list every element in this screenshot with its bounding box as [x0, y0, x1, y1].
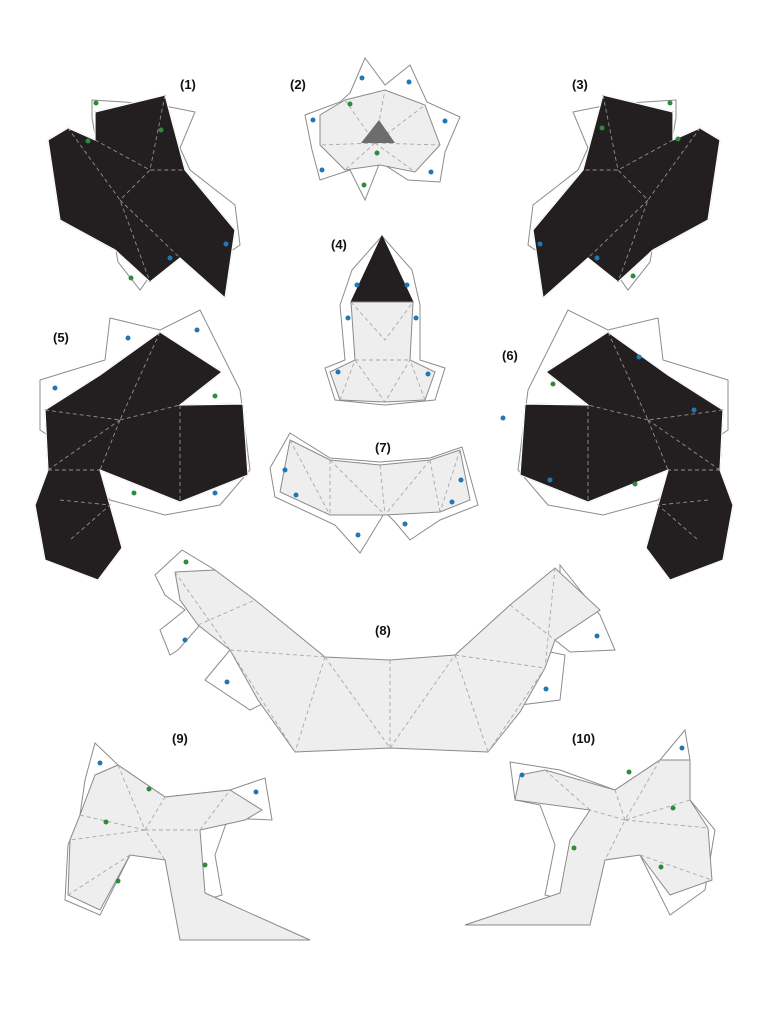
piece-7-marker	[355, 532, 361, 538]
piece-1-label: (1)	[180, 77, 196, 92]
piece-8-marker	[543, 686, 549, 692]
piece-2-marker	[374, 150, 380, 156]
piece-6-marker	[632, 481, 638, 487]
piece-5-marker	[194, 327, 200, 333]
piece-5-marker	[125, 335, 131, 341]
piece-4-marker	[345, 315, 351, 321]
piece-7-marker	[458, 477, 464, 483]
piece-6-panel	[519, 331, 734, 581]
piece-5-panel	[34, 331, 249, 581]
piece-6-label: (6)	[502, 348, 518, 363]
piece-9-marker	[97, 760, 103, 766]
piece-9-marker	[115, 878, 121, 884]
piece-6: (6)	[500, 309, 734, 581]
piece-8-marker	[183, 559, 189, 565]
piece-6-marker	[500, 415, 506, 421]
piece-3-marker	[630, 273, 636, 279]
piece-8-marker	[594, 633, 600, 639]
piece-1-marker	[158, 127, 164, 133]
piece-5-marker	[131, 490, 137, 496]
piece-5-marker	[52, 385, 58, 391]
piece-2-marker	[319, 167, 325, 173]
piece-3-marker	[599, 125, 605, 131]
piece-1-marker	[128, 275, 134, 281]
piece-9-marker	[103, 819, 109, 825]
piece-4-marker	[425, 371, 431, 377]
piece-4-marker	[404, 282, 410, 288]
piece-2-marker	[359, 75, 365, 81]
piece-9-marker	[202, 862, 208, 868]
piece-5-marker	[212, 490, 218, 496]
piece-9-marker	[146, 786, 152, 792]
piece-10-label: (10)	[572, 731, 595, 746]
piece-7-marker	[402, 521, 408, 527]
piece-9-panel	[67, 764, 311, 941]
piece-3-marker	[675, 136, 681, 142]
piece-10-marker	[626, 769, 632, 775]
piece-10-marker	[679, 745, 685, 751]
piece-9-label: (9)	[172, 731, 188, 746]
piece-4: (4)	[324, 234, 446, 406]
piece-2: (2)	[290, 57, 461, 202]
piece-10: (10)	[464, 728, 716, 926]
piece-6-marker	[636, 354, 642, 360]
piece-2-label: (2)	[290, 77, 306, 92]
piece-6-marker	[691, 407, 697, 413]
piece-9: (9)	[64, 731, 311, 941]
piece-7-label: (7)	[375, 440, 391, 455]
piece-2-marker	[310, 117, 316, 123]
piece-10-marker	[670, 805, 676, 811]
piece-9-marker	[253, 789, 259, 795]
piece-3-marker	[537, 241, 543, 247]
piece-7-marker	[449, 499, 455, 505]
piece-1-marker	[167, 255, 173, 261]
piece-6-marker	[547, 477, 553, 483]
piece-4-marker	[413, 315, 419, 321]
piece-6-marker	[550, 381, 556, 387]
piece-2-marker	[347, 101, 353, 107]
piece-8-panel	[174, 567, 601, 753]
piece-2-marker	[361, 182, 367, 188]
piece-3-label: (3)	[572, 77, 588, 92]
piece-7-panel	[279, 439, 471, 516]
piece-5: (5)	[34, 309, 251, 581]
piece-8: (8)	[154, 549, 616, 753]
piece-5-marker	[212, 393, 218, 399]
piece-8-marker	[224, 679, 230, 685]
piece-1-marker	[85, 138, 91, 144]
piece-4-label: (4)	[331, 237, 347, 252]
piece-5-label: (5)	[53, 330, 69, 345]
piece-1-marker	[223, 241, 229, 247]
piece-2-marker	[442, 118, 448, 124]
piece-3: (3)	[527, 77, 721, 300]
piece-3-marker	[594, 255, 600, 261]
piece-4-body	[329, 301, 436, 403]
piece-10-marker	[571, 845, 577, 851]
piece-8-label: (8)	[375, 623, 391, 638]
piece-7-marker	[293, 492, 299, 498]
piece-8-marker	[182, 637, 188, 643]
piece-2-marker	[406, 79, 412, 85]
piece-7-marker	[282, 467, 288, 473]
piece-7: (7)	[269, 432, 479, 554]
piece-10-marker	[658, 864, 664, 870]
piece-1-marker	[93, 100, 99, 106]
piece-10-marker	[519, 772, 525, 778]
piece-2-nose-triangle	[361, 120, 395, 143]
piece-3-marker	[667, 100, 673, 106]
piece-4-marker	[335, 369, 341, 375]
piece-2-marker	[428, 169, 434, 175]
piece-1: (1)	[47, 77, 241, 300]
piece-4-marker	[354, 282, 360, 288]
piece-10-panel	[464, 759, 713, 926]
